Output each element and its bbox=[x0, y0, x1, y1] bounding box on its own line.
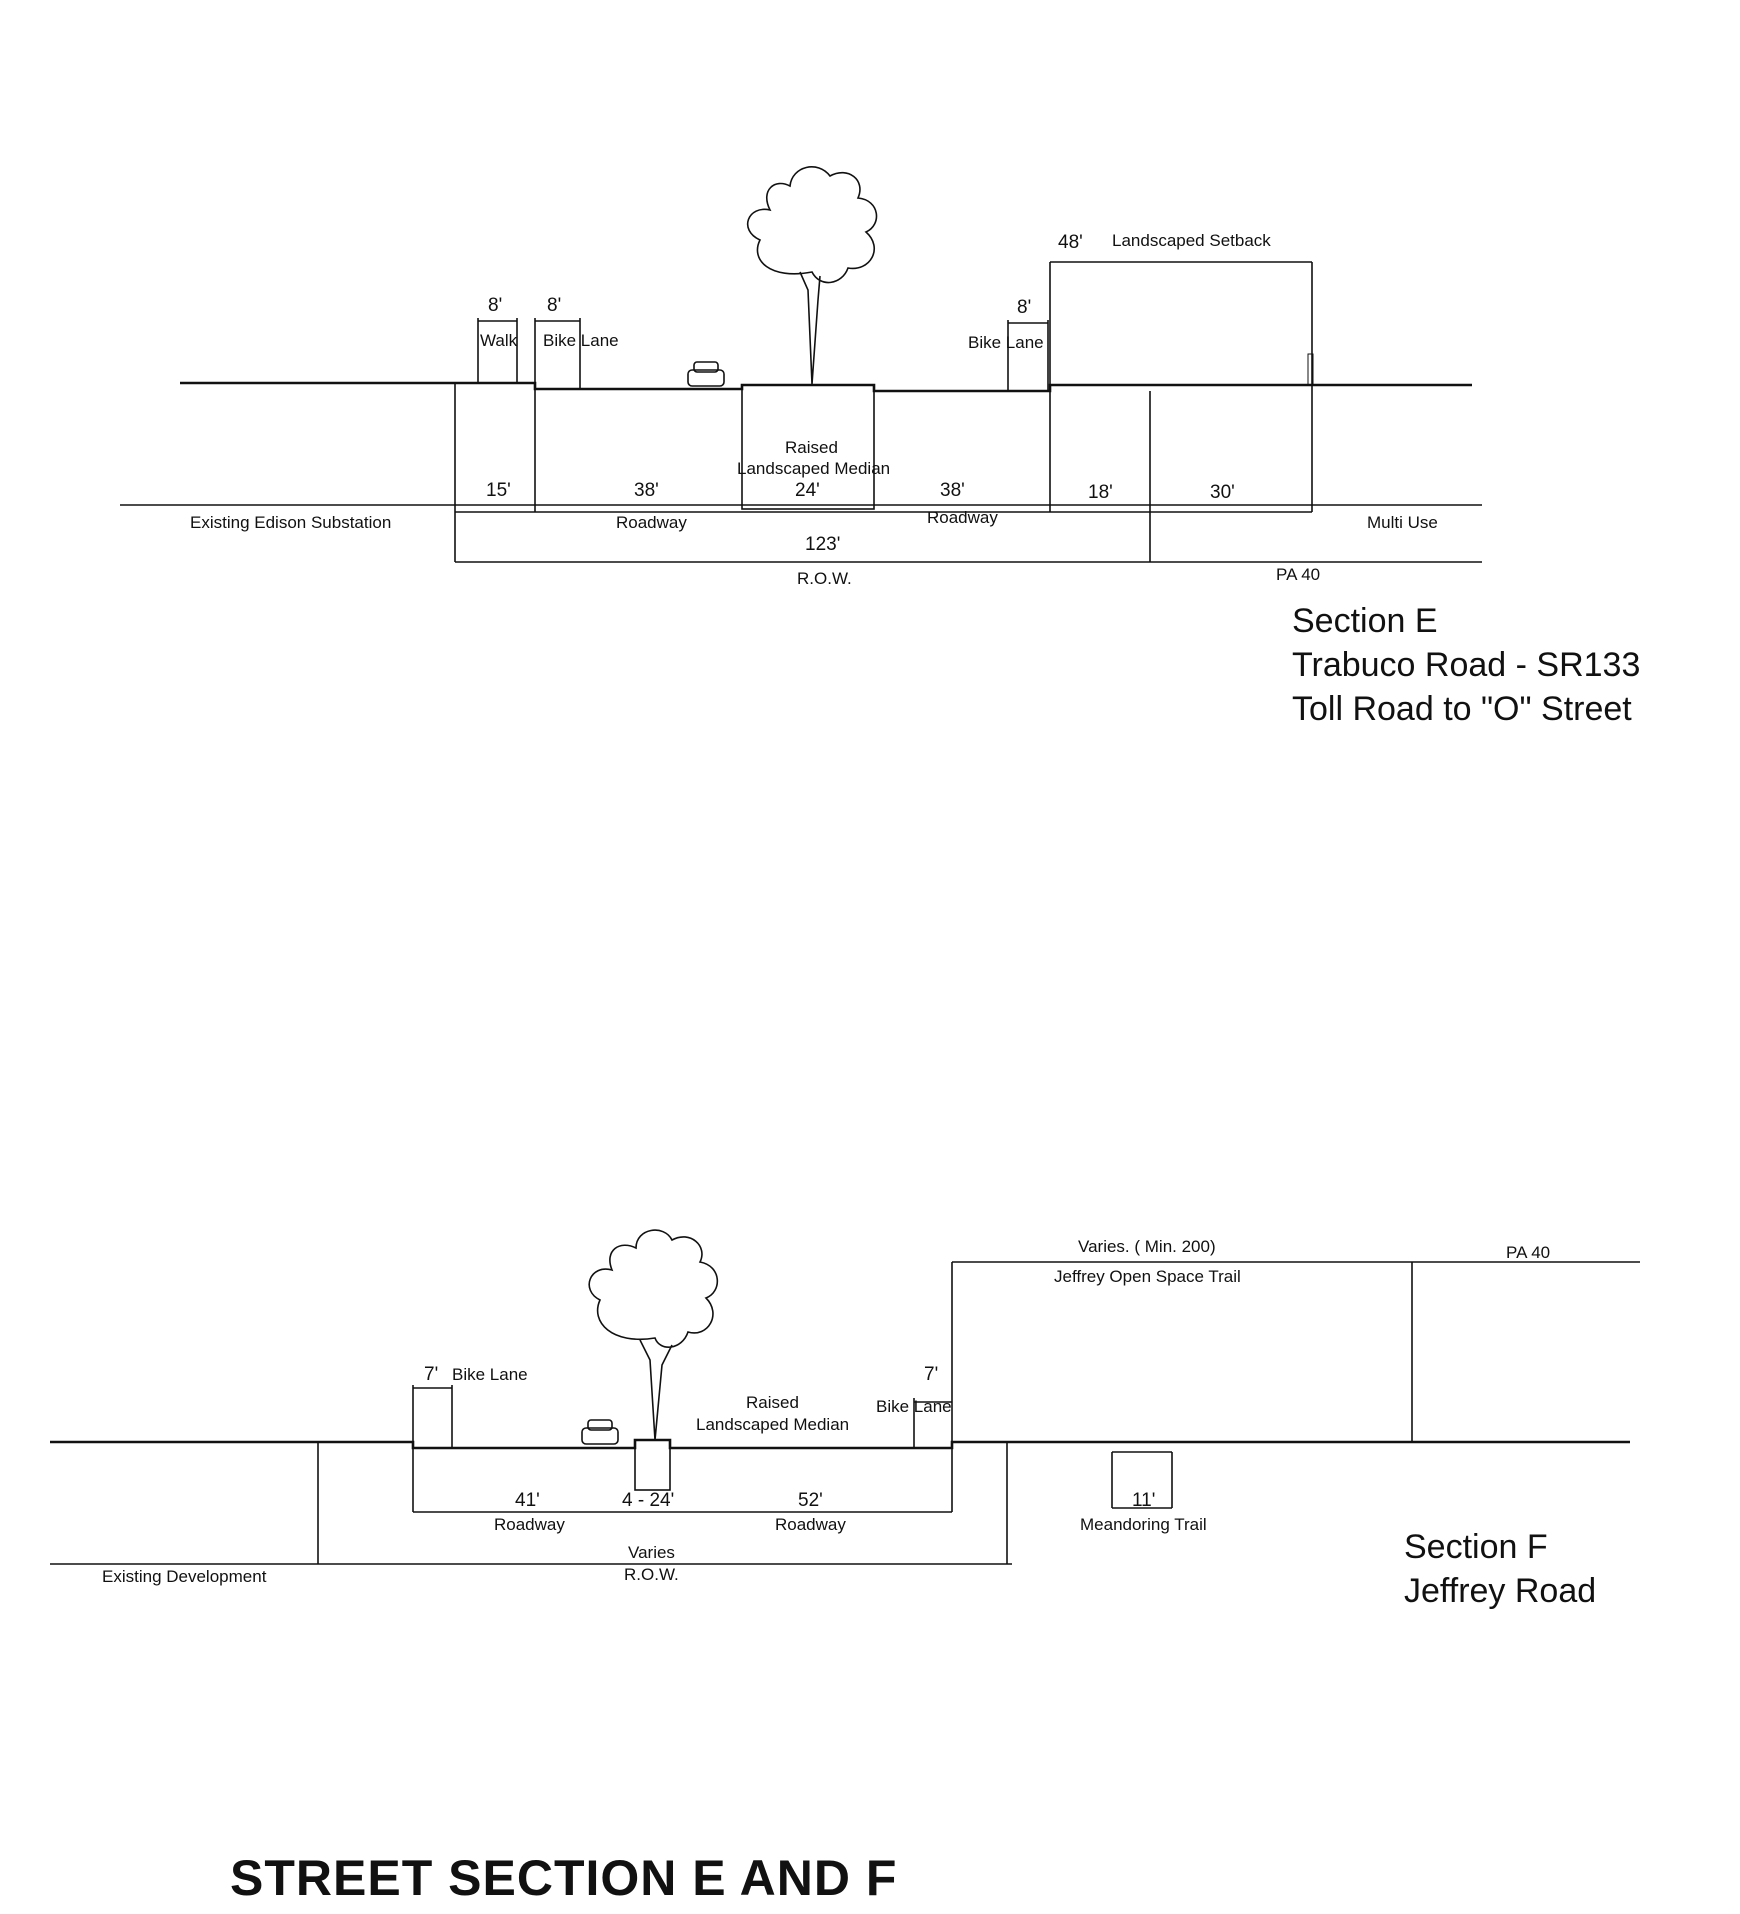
f-dim-bike-left: 7' bbox=[424, 1364, 438, 1385]
e-label-median-1: Raised bbox=[785, 438, 838, 457]
e-dim-row-total: 123' bbox=[805, 534, 840, 555]
e-dim-parkway-right: 18' bbox=[1088, 482, 1113, 503]
f-label-bike-left: Bike Lane bbox=[452, 1365, 528, 1384]
e-label-existing: Existing Edison Substation bbox=[190, 513, 391, 532]
f-label-pa: PA 40 bbox=[1506, 1243, 1550, 1262]
f-dim-roadway-right: 52' bbox=[798, 1490, 823, 1511]
f-dim-bike-right: 7' bbox=[924, 1364, 938, 1385]
section-e-median bbox=[741, 384, 875, 510]
e-title-line-2: Trabuco Road - SR133 bbox=[1292, 646, 1640, 684]
f-label-bike-right: Bike Lane bbox=[876, 1397, 952, 1416]
e-dim-walk: 8' bbox=[488, 295, 502, 316]
section-f-median bbox=[634, 1439, 671, 1491]
f-label-row-top: Varies bbox=[628, 1543, 675, 1562]
e-dim-bike-right: 8' bbox=[1017, 297, 1031, 318]
e-dim-setback: 48' bbox=[1058, 232, 1083, 253]
section-f-tree bbox=[588, 1229, 719, 1441]
e-label-walk: Walk bbox=[480, 331, 518, 350]
e-label-median-2: Landscaped Median bbox=[737, 459, 890, 478]
e-label-setback: Landscaped Setback bbox=[1112, 231, 1271, 250]
f-label-trail: Meandoring Trail bbox=[1080, 1515, 1207, 1534]
e-label-multi-use: Multi Use bbox=[1367, 513, 1438, 532]
section-f-ground-line bbox=[50, 1438, 1630, 1450]
f-label-existing: Existing Development bbox=[102, 1567, 267, 1586]
e-label-roadway-left: Roadway bbox=[616, 513, 687, 532]
e-label-roadway-right: Roadway bbox=[927, 508, 998, 527]
e-dim-bike-left: 8' bbox=[547, 295, 561, 316]
e-label-pa: PA 40 bbox=[1276, 565, 1320, 584]
e-label-bike-right: Bike Lane bbox=[968, 333, 1044, 352]
e-label-row: R.O.W. bbox=[797, 569, 852, 588]
section-e-diagram: 8' 8' 8' 48' 15' 38' 24' 38' 18' 30' 123… bbox=[120, 166, 1640, 728]
section-f-car bbox=[581, 1419, 619, 1445]
page-title: STREET SECTION E AND F bbox=[230, 1850, 897, 1906]
e-title-line-1: Section E bbox=[1292, 602, 1438, 640]
e-dim-roadway-left: 38' bbox=[634, 480, 659, 501]
e-dim-left-buffer: 15' bbox=[486, 480, 511, 501]
f-dim-trail: 11' bbox=[1132, 1490, 1155, 1511]
section-e-car bbox=[687, 361, 725, 387]
section-e-tree bbox=[747, 166, 878, 385]
f-dim-open-space: Varies. ( Min. 200) bbox=[1078, 1237, 1216, 1256]
f-label-median-1: Raised bbox=[746, 1393, 799, 1412]
f-label-open-space: Jeffrey Open Space Trail bbox=[1054, 1267, 1241, 1286]
f-title-line-2: Jeffrey Road bbox=[1404, 1572, 1596, 1610]
f-label-row: R.O.W. bbox=[624, 1565, 679, 1584]
f-label-roadway-right: Roadway bbox=[775, 1515, 846, 1534]
e-dim-median: 24' bbox=[795, 480, 820, 501]
f-dim-median: 4 - 24' bbox=[622, 1490, 674, 1511]
f-dim-roadway-left: 41' bbox=[515, 1490, 540, 1511]
e-dim-multi-use-width: 30' bbox=[1210, 482, 1235, 503]
f-label-median-2: Landscaped Median bbox=[696, 1415, 849, 1434]
e-dim-roadway-right: 38' bbox=[940, 480, 965, 501]
f-label-roadway-left: Roadway bbox=[494, 1515, 565, 1534]
e-label-bike-left: Bike Lane bbox=[543, 331, 619, 350]
e-title-line-3: Toll Road to "O" Street bbox=[1292, 690, 1632, 728]
section-f-diagram: 7' 7' 41' 4 - 24' 52' 11' Varies. ( Min.… bbox=[50, 1229, 1640, 1610]
f-title-line-1: Section F bbox=[1404, 1528, 1548, 1566]
